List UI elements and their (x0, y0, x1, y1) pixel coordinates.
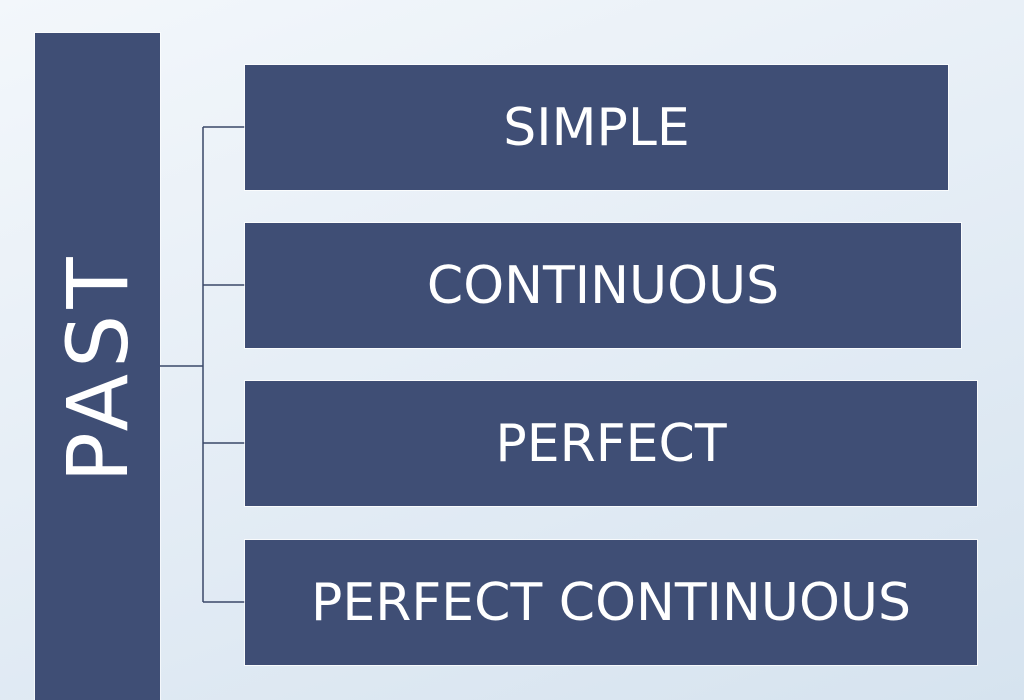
branch-node-perfect: PERFECT (245, 381, 977, 506)
branch-node-label: CONTINUOUS (426, 255, 780, 316)
root-node-box: PAST (35, 33, 160, 700)
root-node-label: PAST (48, 250, 147, 483)
branch-node-perfect-continuous: PERFECT CONTINUOUS (245, 540, 977, 665)
branch-node-label: PERFECT (495, 413, 727, 474)
branch-node-simple: SIMPLE (245, 65, 948, 190)
branch-node-label: PERFECT CONTINUOUS (311, 572, 911, 633)
branch-node-continuous: CONTINUOUS (245, 223, 961, 348)
branch-node-label: SIMPLE (503, 97, 690, 158)
